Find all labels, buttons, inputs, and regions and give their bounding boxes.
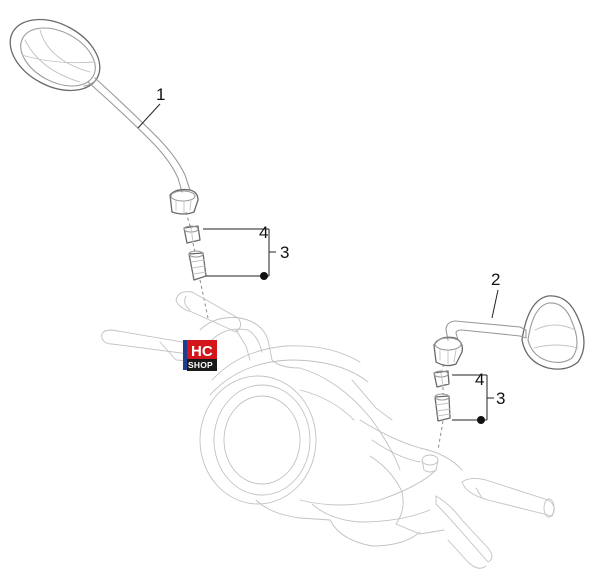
right-mirror [433,295,585,370]
callout-part-2: 2 [491,270,500,289]
right-bolt [434,393,451,422]
left-mirror [9,18,199,215]
handlebar-assembly [101,291,555,569]
callout-part-3-lower: 3 [496,389,505,408]
leader-part-1 [137,103,161,129]
logo-hc-text: HC [191,343,213,360]
upper-bracket [203,228,276,280]
callout-part-1: 1 [156,85,165,104]
hc-shop-logo: HC SHOP [183,340,217,371]
callout-part-4-upper: 4 [259,223,268,242]
callout-part-4-lower: 4 [475,370,484,389]
right-nut [433,370,450,388]
leader-part-2 [491,289,499,319]
left-nut [183,225,201,244]
left-bolt [188,250,207,281]
lower-bracket [452,374,494,424]
callout-part-3-upper: 3 [280,243,289,262]
logo-shop-text: SHOP [188,360,213,370]
